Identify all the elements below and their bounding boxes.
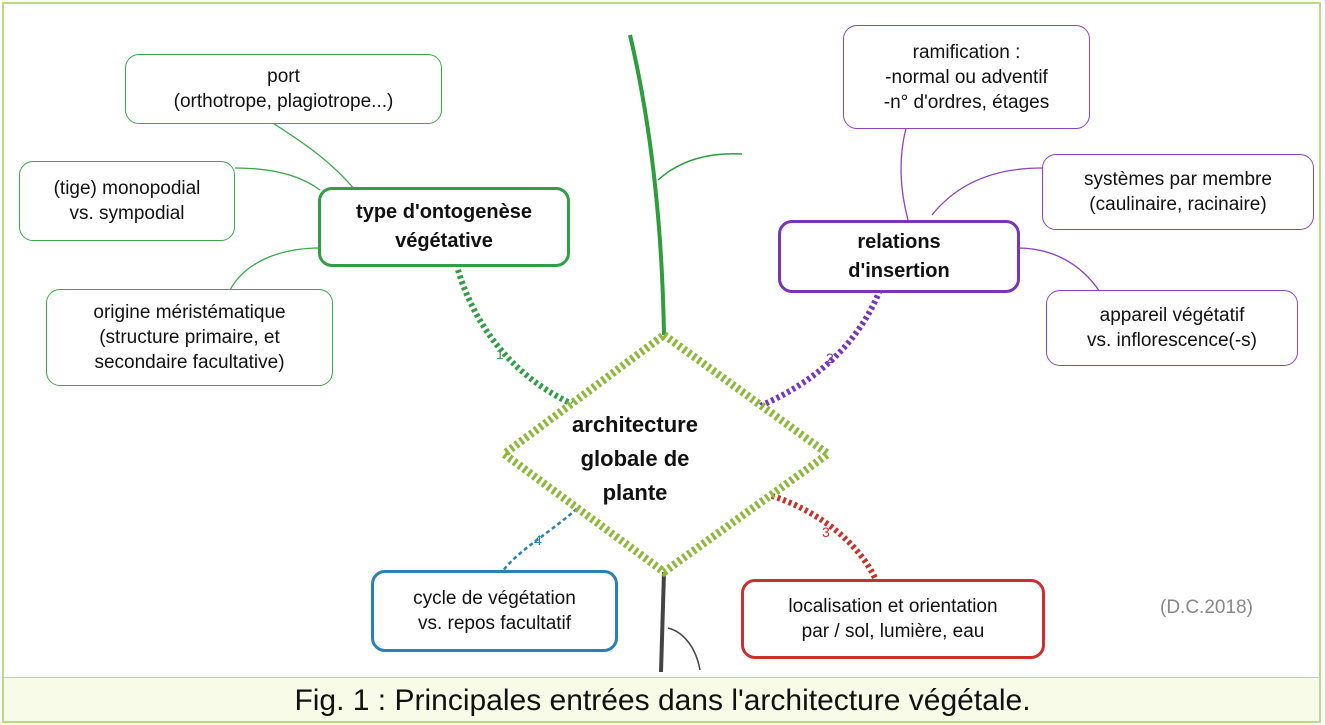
leaf-monopodial: (tige) monopodial vs. sympodial bbox=[19, 161, 235, 241]
node-line: relations bbox=[857, 230, 941, 253]
node-line: cycle de végétation bbox=[413, 588, 576, 609]
leaf-systemes: systèmes par membre (caulinaire, racinai… bbox=[1042, 154, 1314, 230]
leaf-appareil: appareil végétatif vs. inflorescence(-s) bbox=[1046, 290, 1298, 366]
caption-bar bbox=[2, 677, 1321, 723]
node-line: secondaire facultative) bbox=[94, 352, 285, 373]
connector-appareil bbox=[1017, 247, 1101, 293]
node-line: (tige) monopodial bbox=[53, 178, 201, 199]
plant-root-branch bbox=[667, 627, 701, 671]
credit-label: (D.C.2018) bbox=[1160, 597, 1253, 618]
node-line: vs. inflorescence(-s) bbox=[1087, 330, 1257, 351]
center-diamond bbox=[497, 330, 835, 577]
branch-1-title-node: type d'ontogenèse végétative bbox=[318, 187, 570, 267]
branch-1-number: 1 bbox=[496, 346, 504, 362]
connector-port bbox=[259, 114, 356, 191]
node-line: appareil végétatif bbox=[1099, 305, 1245, 326]
node-line: port bbox=[267, 66, 300, 87]
node-line: végétative bbox=[395, 230, 493, 252]
connector-ramification bbox=[900, 127, 909, 221]
connector-origine bbox=[229, 247, 321, 291]
plant-leaf bbox=[657, 152, 743, 181]
branch-3-link bbox=[765, 491, 879, 582]
leaf-origine: origine méristématique (structure primai… bbox=[46, 289, 333, 386]
branch-3-title-node: localisation et orientation par / sol, l… bbox=[741, 579, 1045, 659]
node-line: origine méristématique bbox=[93, 302, 286, 323]
branch-4-title-node: cycle de végétation vs. repos facultatif bbox=[371, 570, 618, 652]
center-line: architecture bbox=[572, 412, 698, 437]
node-line: localisation et orientation bbox=[788, 596, 998, 617]
node-line: (caulinaire, racinaire) bbox=[1089, 194, 1267, 215]
branch-4-number: 4 bbox=[534, 532, 542, 548]
node-line: type d'ontogenèse bbox=[356, 201, 532, 223]
leaf-ramification: ramification : -normal ou adventif -n° d… bbox=[843, 25, 1090, 129]
branch-2-link bbox=[758, 288, 883, 409]
plant-root bbox=[659, 571, 666, 673]
node-line: (orthotrope, plagiotrope...) bbox=[173, 91, 394, 112]
connector-systemes bbox=[931, 167, 1043, 216]
center-line: plante bbox=[602, 480, 668, 505]
branch-4-link bbox=[501, 503, 583, 573]
branch-1-link bbox=[455, 269, 574, 407]
node-line: vs. repos facultatif bbox=[417, 613, 572, 634]
branch-2-number: 2 bbox=[826, 350, 834, 366]
plant-stem bbox=[628, 34, 666, 336]
node-line: systèmes par membre bbox=[1084, 169, 1272, 190]
node-line: -normal ou adventif bbox=[885, 66, 1048, 88]
connector-monopodial bbox=[234, 167, 321, 191]
node-line: -n° d'ordres, étages bbox=[883, 91, 1050, 113]
node-line: ramification : bbox=[912, 41, 1021, 63]
figure-caption: Fig. 1 : Principales entrées dans l'arch… bbox=[294, 684, 1031, 717]
center-label: architecture globale de plante bbox=[560, 408, 710, 510]
node-line: vs. sympodial bbox=[69, 203, 185, 224]
leaf-port: port (orthotrope, plagiotrope...) bbox=[125, 54, 442, 124]
node-line: (structure primaire, et bbox=[99, 327, 280, 348]
branch-2-title-node: relations d'insertion bbox=[778, 220, 1020, 293]
center-line: globale de bbox=[580, 446, 690, 471]
branch-3-number: 3 bbox=[822, 524, 830, 540]
node-line: d'insertion bbox=[848, 259, 950, 282]
node-line: par / sol, lumière, eau bbox=[801, 621, 985, 642]
